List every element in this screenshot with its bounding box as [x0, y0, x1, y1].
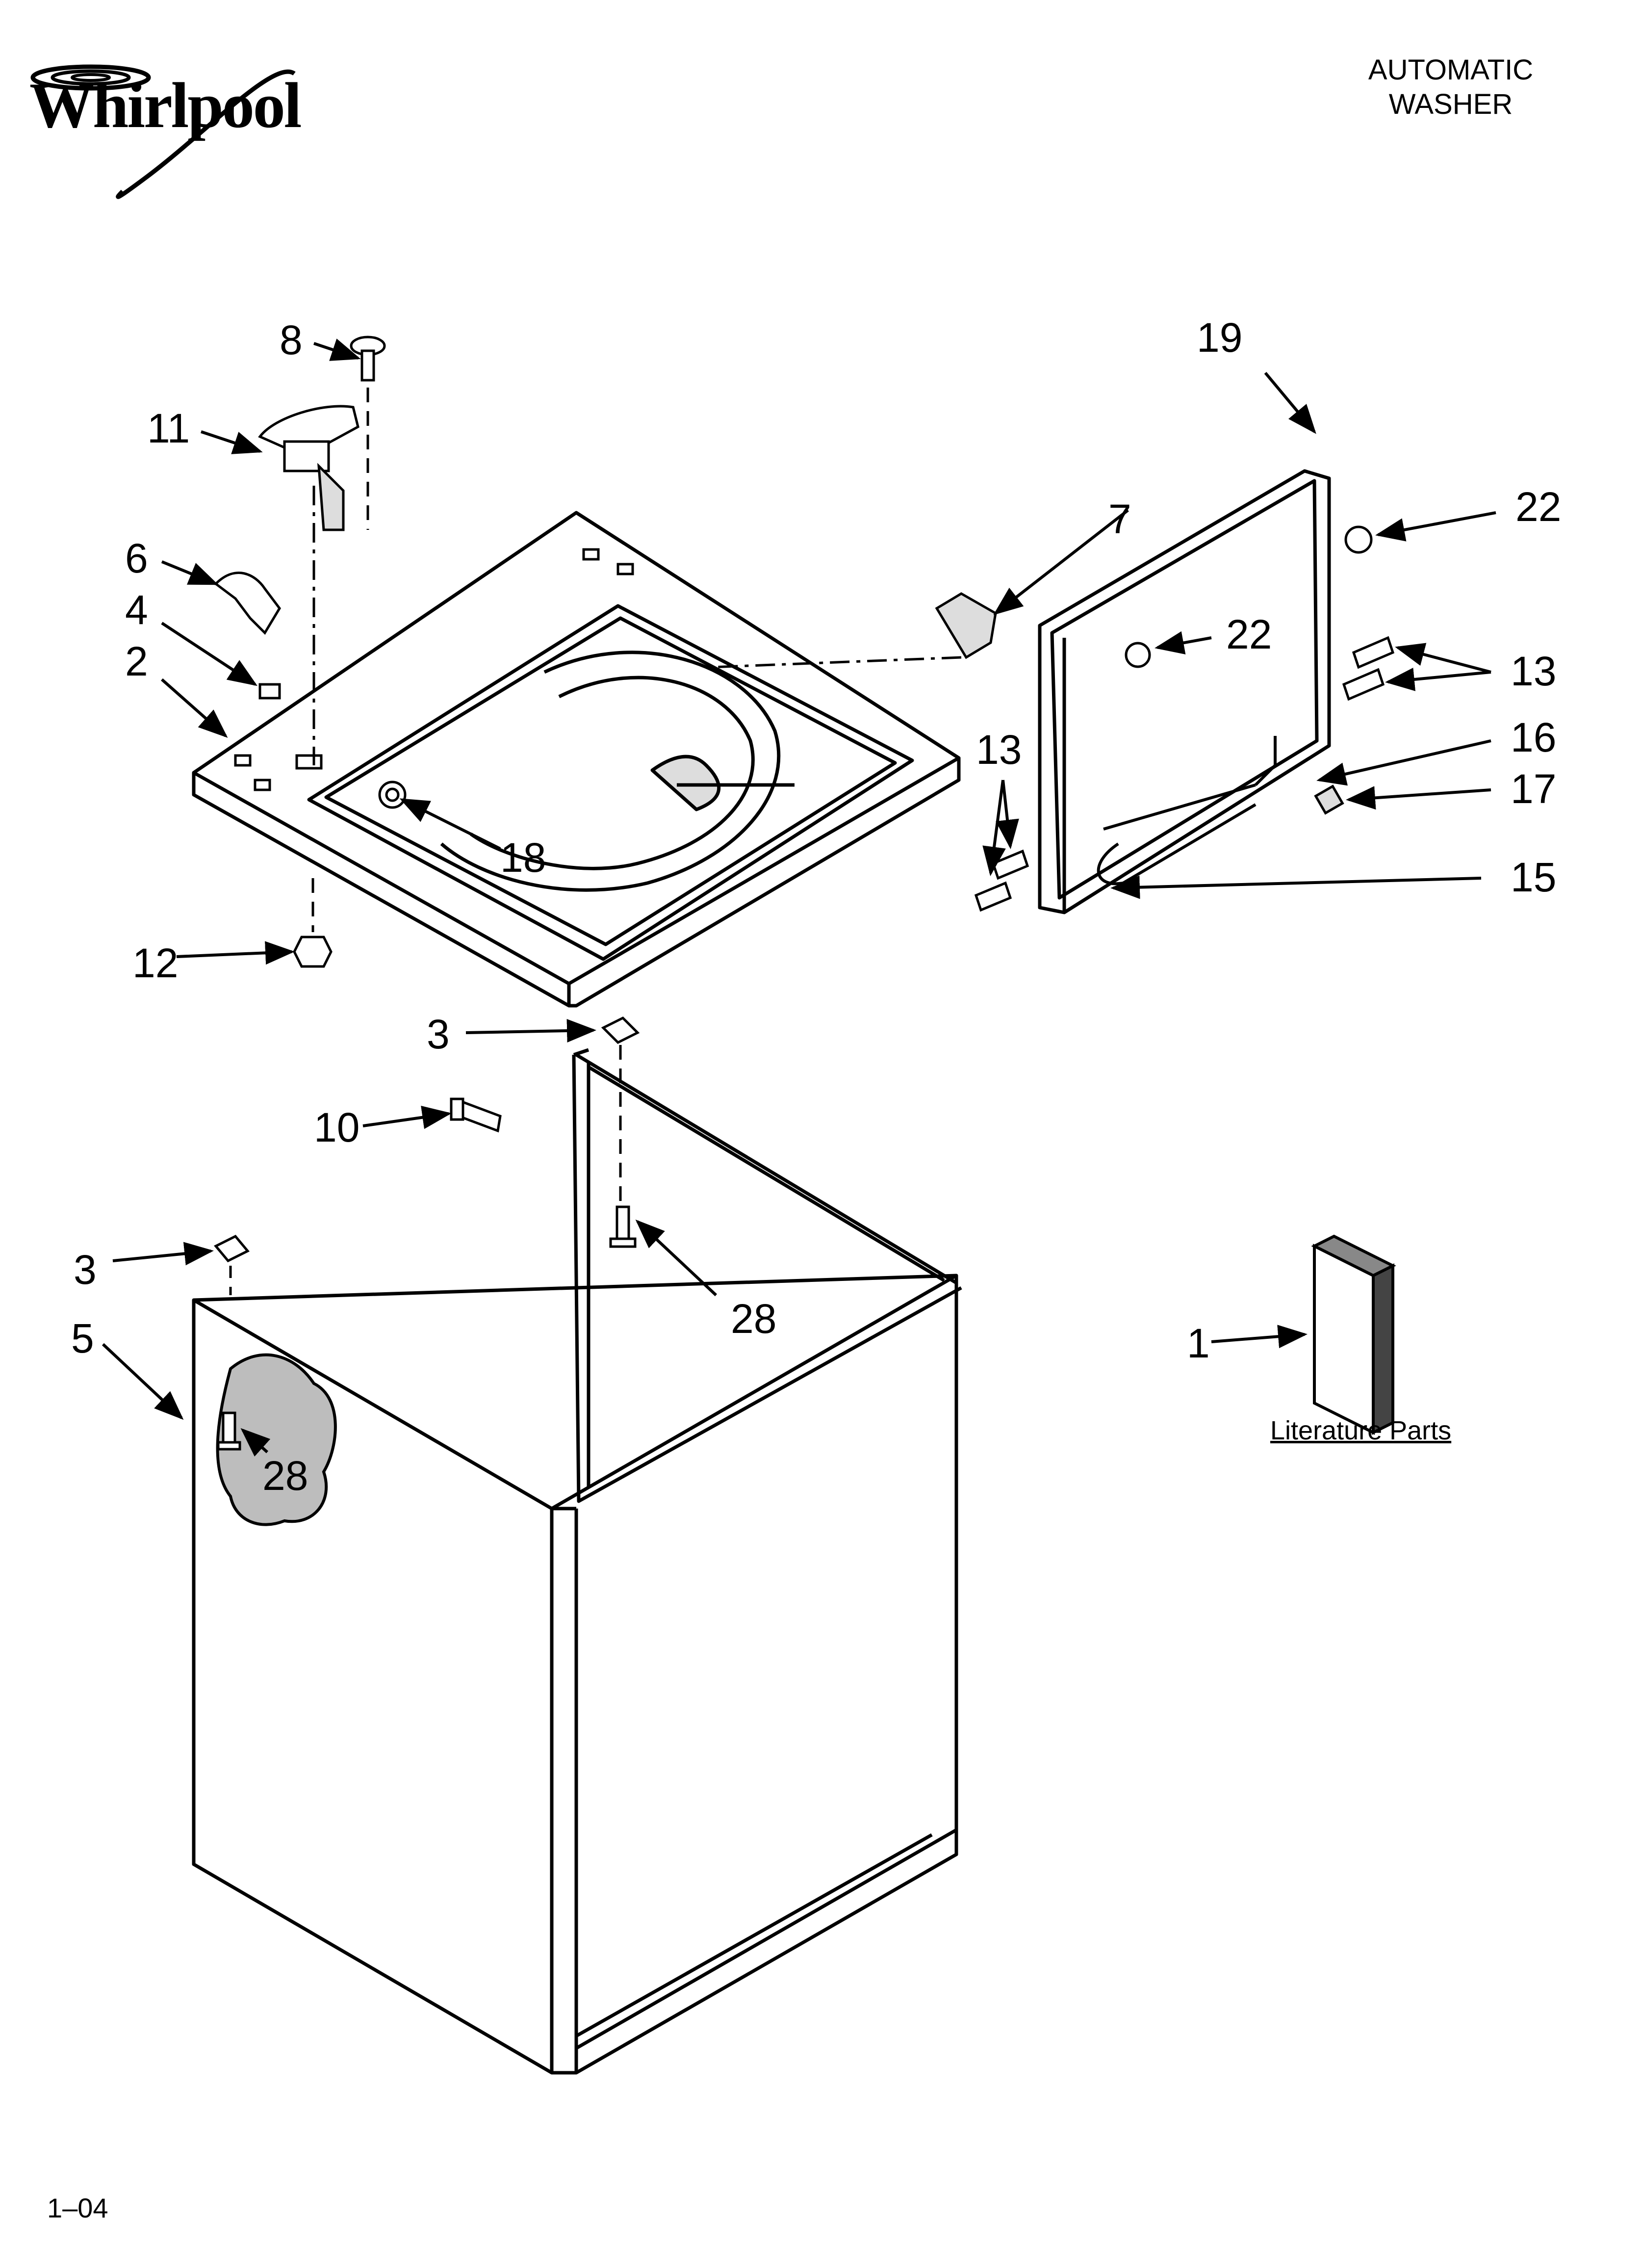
leader-arrows	[102, 339, 1496, 1457]
whirlpool-swirl-icon	[30, 64, 296, 199]
part-17-icon	[1314, 784, 1344, 815]
part-7-bumper-icon	[935, 592, 997, 659]
callout-12: 12	[132, 940, 179, 986]
cabinet-cutaway	[216, 1353, 337, 1526]
literature-parts-label: Literature Parts	[1270, 1416, 1452, 1445]
callout-22a: 22	[1515, 484, 1562, 530]
lid-frame	[1038, 469, 1331, 914]
callout-3b: 3	[74, 1247, 97, 1293]
cabinet	[192, 1274, 958, 2075]
callout-13b: 13	[976, 727, 1022, 773]
callout-22b: 22	[1226, 611, 1272, 657]
part-28-screw-icon	[609, 1205, 637, 1248]
callout-10: 10	[314, 1104, 360, 1150]
part-13-screws-icon	[974, 636, 1395, 912]
part-3-clip-icon	[601, 1016, 640, 1044]
callout-6: 6	[125, 535, 148, 581]
callout-4: 4	[125, 587, 148, 633]
leader-7-dashdot	[711, 656, 962, 669]
brand-logo: Whirlpool	[29, 69, 302, 141]
footer-code: 1–04	[47, 2192, 108, 2223]
callout-28a: 28	[731, 1296, 777, 1342]
callout-15: 15	[1511, 854, 1557, 900]
title-line-1: AUTOMATIC	[1368, 54, 1534, 86]
callout-16: 16	[1511, 714, 1557, 760]
part-1-literature-icon	[1311, 1234, 1396, 1435]
callout-8: 8	[280, 317, 303, 363]
part-4-icon	[258, 683, 281, 700]
callout-3a: 3	[427, 1011, 450, 1057]
callout-18: 18	[500, 834, 546, 881]
front-frame	[572, 1048, 962, 1503]
callout-13a: 13	[1511, 648, 1557, 694]
top-panel	[192, 511, 961, 1008]
part-10-screw-icon	[450, 1097, 502, 1133]
part-12-nut-icon	[293, 936, 333, 968]
part-11-lid-switch-icon	[258, 405, 359, 531]
callout-7: 7	[1108, 496, 1131, 542]
callout-17: 17	[1511, 766, 1557, 812]
callout-1: 1	[1187, 1320, 1210, 1366]
callout-28b: 28	[262, 1453, 308, 1499]
title-line-2: WASHER	[1388, 88, 1513, 120]
part-6-clip-icon	[214, 572, 282, 635]
clip-3-cabinet-icon	[214, 1234, 250, 1295]
document-title: AUTOMATIC WASHER	[1304, 53, 1598, 122]
callout-2: 2	[125, 638, 148, 684]
screw-28-cabinet-icon	[217, 1411, 241, 1451]
callout-5: 5	[71, 1315, 94, 1361]
part-22-bumpers-icon	[1125, 525, 1373, 668]
callout-11: 11	[147, 405, 190, 451]
callout-19: 19	[1197, 314, 1243, 361]
top-panel-hardware	[234, 548, 634, 809]
